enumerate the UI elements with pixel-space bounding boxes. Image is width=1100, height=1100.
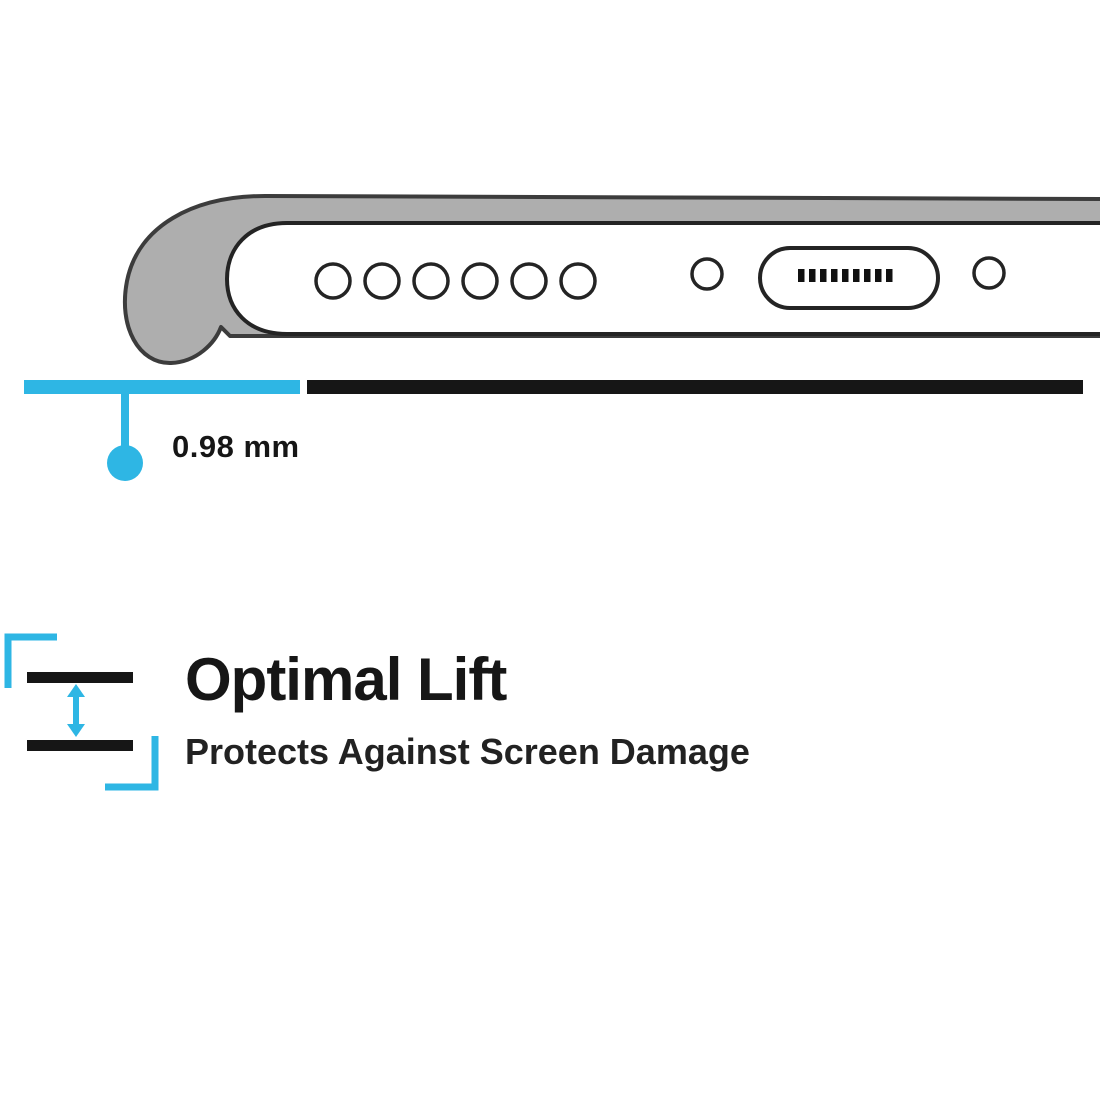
corner-bracket-bottom-right-icon bbox=[105, 736, 159, 791]
optimal-lift-icon bbox=[4, 633, 159, 791]
speaker-hole-icon bbox=[363, 262, 401, 300]
phone-body-shape bbox=[225, 221, 1100, 336]
speaker-hole-icon bbox=[461, 262, 499, 300]
charging-port-pins bbox=[798, 269, 893, 282]
bottom-plate-bar bbox=[27, 740, 133, 751]
measure-connector-line bbox=[121, 392, 129, 450]
side-hole-icon bbox=[972, 256, 1006, 290]
corner-bracket-top-left-icon bbox=[4, 633, 57, 688]
speaker-hole-icon bbox=[510, 262, 548, 300]
mic-hole-icon bbox=[690, 257, 724, 291]
vertical-double-arrow-icon bbox=[67, 684, 85, 737]
phone-bottom-illustration bbox=[24, 194, 1100, 481]
top-plate-bar bbox=[27, 672, 133, 683]
speaker-hole-icon bbox=[559, 262, 597, 300]
measure-dot bbox=[107, 445, 143, 481]
feature-subtitle: Protects Against Screen Damage bbox=[185, 731, 750, 772]
surface-bar bbox=[307, 380, 1083, 394]
feature-title: Optimal Lift bbox=[185, 646, 507, 713]
lift-measurement-label: 0.98 mm bbox=[172, 429, 300, 464]
lift-gap-bar bbox=[24, 380, 300, 394]
speaker-hole-icon bbox=[412, 262, 450, 300]
speaker-hole-icon bbox=[314, 262, 352, 300]
speaker-holes bbox=[314, 262, 597, 300]
charging-port-icon bbox=[758, 246, 940, 310]
